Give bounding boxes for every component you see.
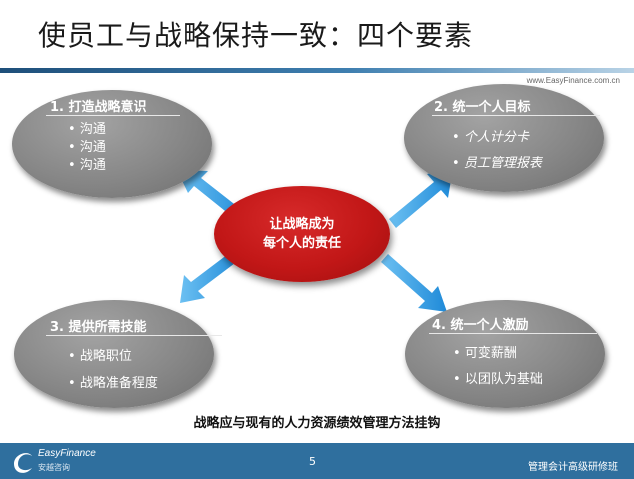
easyfinance-logo-icon <box>14 453 32 473</box>
element-4-item-2: • 以团队为基础 <box>453 372 543 387</box>
course-name: 管理会计高级研修班 <box>528 462 618 473</box>
center-oval: 让战略成为 每个人的责任 <box>214 186 390 282</box>
element-1-item-3: • 沟通 <box>68 158 106 173</box>
element-3-title: 3. 提供所需技能 <box>50 320 147 335</box>
element-4-ellipse: 4. 统一个人激励 • 可变薪酬 • 以团队为基础 <box>405 300 605 408</box>
element-1-ellipse: 1. 打造战略意识 • 沟通 • 沟通 • 沟通 <box>12 90 212 198</box>
element-3-rule <box>46 335 222 336</box>
element-2-item-1: • 个人计分卡 <box>452 130 529 145</box>
bottom-caption: 战略应与现有的人力资源绩效管理方法挂钩 <box>193 416 441 431</box>
element-2-rule <box>432 115 600 116</box>
logo-text: EasyFinance <box>38 448 96 459</box>
arrow-bottom-left <box>180 248 243 303</box>
element-2-title: 2. 统一个人目标 <box>434 100 531 115</box>
element-2-ellipse: 2. 统一个人目标 • 个人计分卡 • 员工管理报表 <box>404 84 604 192</box>
element-4-title: 4. 统一个人激励 <box>432 318 529 333</box>
element-3-item-2: • 战略准备程度 <box>68 376 158 391</box>
arrow-top-right <box>389 168 453 228</box>
element-4-rule <box>429 333 597 334</box>
slide-title: 使员工与战略保持一致：四个要素 <box>38 19 474 52</box>
element-2-item-2: • 员工管理报表 <box>452 156 542 171</box>
element-3-item-1: • 战略职位 <box>68 349 132 364</box>
logo-subtext: 安越咨询 <box>38 463 70 472</box>
element-1-item-1: • 沟通 <box>68 122 106 137</box>
arrow-bottom-right <box>381 254 447 312</box>
center-line-2: 每个人的责任 <box>262 236 341 251</box>
title-bar <box>0 68 634 73</box>
watermark: www.EasyFinance.com.cn <box>526 76 620 85</box>
element-3-ellipse: 3. 提供所需技能 • 战略职位 • 战略准备程度 <box>14 300 222 408</box>
element-1-title: 1. 打造战略意识 <box>50 100 147 115</box>
footer-bar: EasyFinance 安越咨询 5 管理会计高级研修班 <box>0 443 634 479</box>
element-1-rule <box>46 115 180 116</box>
element-4-item-1: • 可变薪酬 <box>453 346 517 361</box>
element-1-item-2: • 沟通 <box>68 140 106 155</box>
page-number: 5 <box>309 455 316 468</box>
center-line-1: 让战略成为 <box>269 217 335 232</box>
